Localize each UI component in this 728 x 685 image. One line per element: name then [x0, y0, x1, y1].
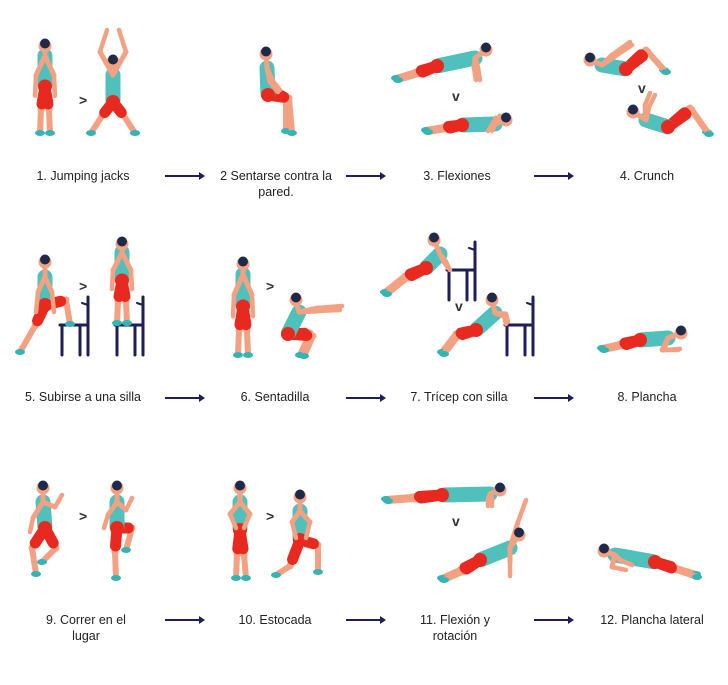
next-step-icon: >	[79, 92, 88, 108]
figure-crunch-start	[583, 39, 671, 77]
shoe-icon	[241, 575, 251, 581]
exercise-label-6: 6. Sentadilla	[240, 390, 310, 404]
flow-arrow	[534, 172, 574, 180]
figure-run-end	[101, 480, 136, 581]
next-step-icon: >	[266, 278, 275, 294]
figure-pushup-down	[421, 112, 513, 135]
figure-lunge-end	[271, 489, 323, 578]
shoe-icon	[287, 130, 297, 136]
shoe-icon	[439, 351, 449, 357]
shoe-icon	[439, 577, 449, 583]
shoe-icon	[243, 352, 253, 358]
exercise-label-12: 12. Plancha lateral	[600, 613, 704, 627]
exercise-label-2: 2 Sentarse contra la pared.	[220, 169, 332, 199]
shoe-icon	[86, 130, 96, 136]
figure-step-up-start	[15, 254, 75, 355]
shoe-icon	[122, 320, 132, 326]
shoe-icon	[313, 569, 323, 575]
shoe-icon	[65, 321, 75, 327]
figure-squat-start	[230, 256, 256, 358]
shoe-icon	[382, 291, 392, 297]
exercise-label-5: 5. Subirse a una silla	[24, 390, 142, 404]
shoe-icon	[299, 353, 309, 359]
shoe-icon	[599, 347, 609, 353]
shoe-icon	[231, 575, 241, 581]
shoe-icon	[233, 352, 243, 358]
shoe-icon	[704, 131, 714, 137]
next-step-icon: v	[638, 80, 646, 96]
figure-pushup-rotation-end	[437, 497, 529, 583]
exercise-label-10: 10. Estocada	[238, 613, 312, 627]
next-step-icon: v	[452, 513, 460, 529]
next-step-icon: >	[79, 278, 88, 294]
shoe-icon	[45, 130, 55, 136]
chair-step-up-1	[58, 295, 90, 357]
shoe-icon	[37, 559, 47, 565]
flow-arrow	[534, 616, 574, 624]
figure-plank	[597, 325, 688, 353]
flow-arrow	[346, 172, 386, 180]
figure-crunch-end	[626, 90, 714, 137]
shoe-icon	[692, 574, 702, 580]
figure-jumping-jacks-start	[32, 38, 58, 136]
shoe-icon	[15, 349, 25, 355]
figure-dip-end	[437, 292, 511, 357]
flow-arrow	[346, 394, 386, 402]
flow-arrow	[165, 616, 205, 624]
figure-squat-end	[281, 292, 345, 359]
shoe-icon	[111, 575, 121, 581]
exercise-label-8: 8. Plancha	[617, 390, 677, 404]
shoe-icon	[112, 320, 122, 326]
chair-dip-2	[503, 295, 535, 357]
shoe-icon	[383, 498, 393, 504]
flow-arrow	[534, 394, 574, 402]
flow-arrow	[165, 394, 205, 402]
next-step-icon: >	[266, 508, 275, 524]
exercise-label-3: 3. Flexiones	[423, 169, 491, 183]
next-step-icon: >	[79, 508, 88, 524]
shoe-icon	[271, 572, 281, 578]
figure-lunge-start	[227, 480, 253, 581]
next-step-icon: v	[455, 298, 463, 314]
exercise-label-11: 11. Flexión y rotación	[420, 613, 490, 643]
figure-jumping-jacks-end	[86, 27, 140, 136]
next-step-icon: v	[452, 88, 460, 104]
shoe-icon	[130, 130, 140, 136]
flow-arrow	[165, 172, 205, 180]
flow-arrow	[346, 616, 386, 624]
shoe-icon	[661, 69, 671, 75]
figure-pushup-up	[391, 42, 493, 83]
shoe-icon	[35, 130, 45, 136]
exercise-label-7: 7. Trícep con silla	[410, 390, 508, 404]
shoe-icon	[423, 129, 433, 135]
figure-side-plank	[597, 543, 702, 580]
figure-wall-sit	[259, 46, 297, 136]
shoe-icon	[121, 547, 131, 553]
figure-step-up-end	[109, 236, 135, 326]
figure-pushup-rotation-start	[381, 482, 507, 509]
exercise-label-9: 9. Correr en el lugar	[46, 613, 126, 643]
shoe-icon	[31, 571, 41, 577]
exercise-label-1: 1. Jumping jacks	[36, 169, 130, 183]
shoe-icon	[393, 77, 403, 83]
exercise-label-4: 4. Crunch	[619, 169, 675, 183]
figure-dip-start	[380, 232, 453, 297]
figure-run-start	[27, 480, 65, 577]
